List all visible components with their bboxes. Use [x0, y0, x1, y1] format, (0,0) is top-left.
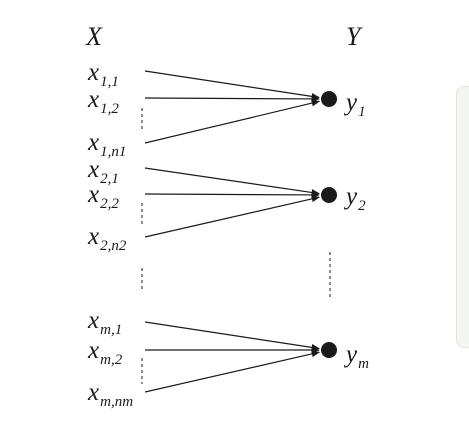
input-label-2-2: x2,2 [88, 181, 119, 212]
input-label-1-1: x1,1 [88, 59, 119, 90]
y-set-header: Y [346, 22, 361, 51]
input-label-1-2: x1,2 [88, 86, 119, 117]
output-node-dot [321, 187, 337, 203]
mapping-arrow [144, 70, 320, 100]
side-panel [456, 86, 469, 348]
input-label-1-n1: x1,n1 [88, 129, 127, 160]
mapping-arrow [144, 95, 320, 103]
input-label-m-nm: xm,nm [88, 379, 134, 410]
mapping-arrow [144, 350, 321, 393]
x-set-header: X [86, 22, 102, 51]
input-label-m-2: xm,2 [88, 337, 123, 368]
input-label-2-n2: x2,n2 [88, 223, 127, 254]
mapping-arrow [144, 321, 320, 351]
mapping-arrow [144, 167, 320, 196]
mapping-arrow [144, 191, 320, 199]
mapping-arrow [144, 195, 321, 238]
output-label-1: y1 [346, 89, 366, 120]
input-label-m-1: xm,1 [88, 307, 123, 338]
output-label-m: ym [346, 341, 369, 372]
input-label-2-1: x2,1 [88, 156, 119, 187]
output-label-2: y2 [346, 183, 366, 214]
output-node-dot [321, 91, 337, 107]
output-node-dot [321, 342, 337, 358]
mapping-arrow [144, 99, 321, 144]
